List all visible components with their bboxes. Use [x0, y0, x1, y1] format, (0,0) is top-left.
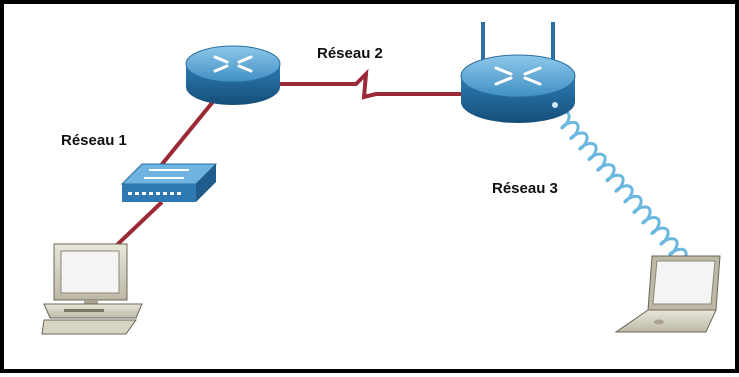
topology-canvas — [41, 22, 721, 335]
laptop-icon — [614, 255, 721, 333]
desktop-computer-icon — [41, 243, 143, 335]
wireless-link — [551, 110, 688, 262]
network-label-1: Réseau 1 — [61, 132, 127, 149]
network-label-2: Réseau 2 — [317, 45, 383, 62]
serial-link-router-router — [279, 68, 469, 100]
cable-switch-router — [152, 96, 218, 176]
network-label-3: Réseau 3 — [492, 180, 558, 197]
wireless-router-icon — [460, 22, 576, 123]
switch-icon — [120, 163, 218, 202]
router-icon — [185, 45, 281, 105]
